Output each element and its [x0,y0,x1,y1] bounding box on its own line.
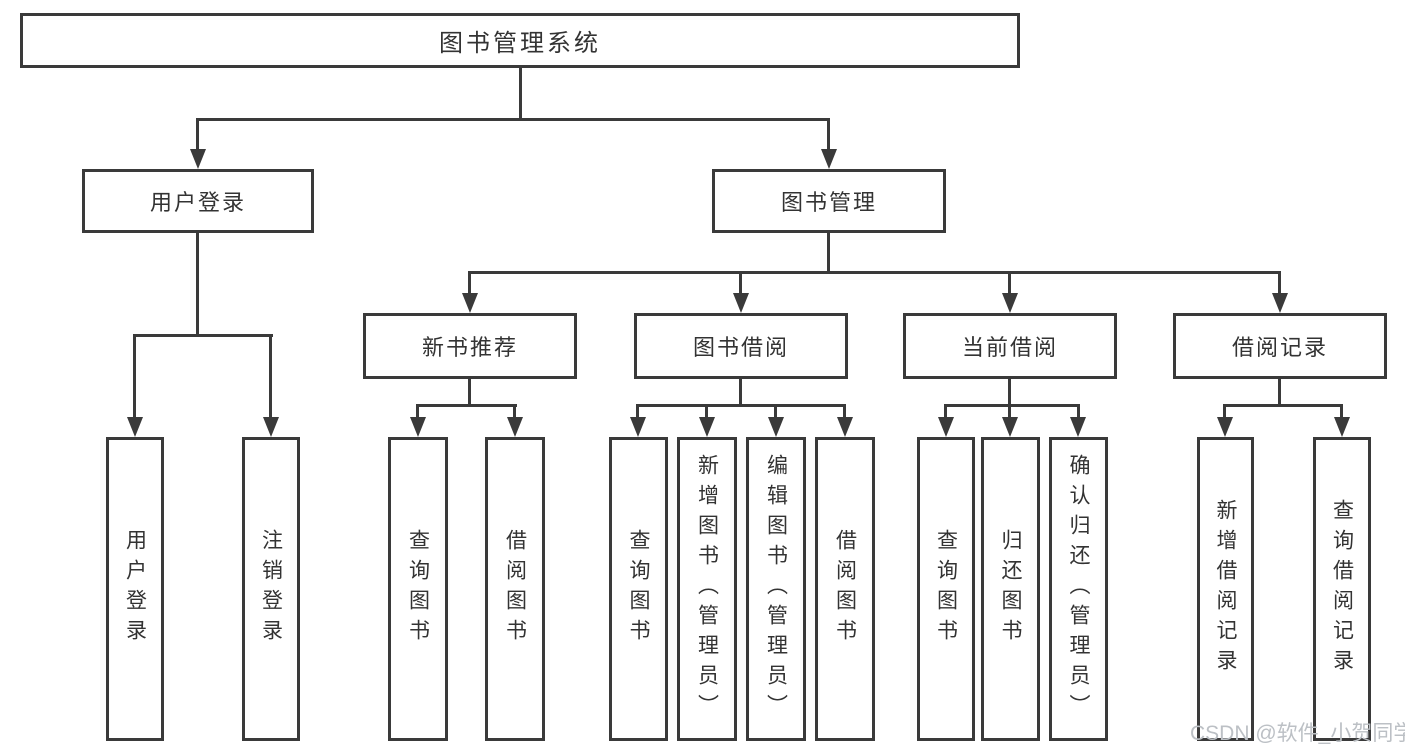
connector-drop [196,118,199,150]
leaf-borrow-books-recommend: 借阅图书 [485,437,545,741]
connector-drop [739,271,742,294]
connector-level3-rail [468,271,1281,274]
connector-recommend-rail [417,404,517,407]
leaf-query-books-current: 查询图书 [917,437,975,741]
node-label: 新书推荐 [421,335,518,360]
node-label: 借阅记录 [1231,335,1328,360]
connector-level2-rail [196,118,830,121]
leaf-query-borrow-record: 查询借阅记录 [1313,437,1371,741]
arrowhead-down-icon [1070,417,1086,437]
node-library-system: 图书管理系统 [20,13,1020,68]
connector-borrow-stem [739,379,742,407]
connector-drop [774,404,777,418]
arrowhead-down-icon [1002,293,1018,313]
connector-book-mgmt-stem [827,233,830,274]
node-book-management: 图书管理 [712,169,946,233]
leaf-edit-book-admin: 编辑图书（管理员） [746,437,806,741]
arrowhead-down-icon [1217,417,1233,437]
connector-drop [843,404,846,418]
leaf-confirm-return-admin: 确认归还（管理员） [1049,437,1108,741]
connector-drop [1008,271,1011,294]
node-label: 编辑图书（管理员） [764,454,788,724]
arrowhead-down-icon [938,417,954,437]
connector-records-rail [1224,404,1343,407]
node-label: 新增图书（管理员） [695,454,719,724]
arrowhead-down-icon [768,417,784,437]
connector-root-stem [519,68,522,121]
node-label: 图书管理 [780,190,877,215]
node-label: 查询图书 [627,529,650,649]
node-label: 查询图书 [934,529,958,649]
node-label: 借阅图书 [833,529,857,649]
node-label: 用户登录 [149,190,246,215]
node-label: 注销登录 [259,529,283,649]
arrowhead-down-icon [699,417,715,437]
node-label: 图书管理系统 [439,30,601,57]
node-new-book-recommend: 新书推荐 [363,313,577,379]
leaf-user-login: 用户登录 [106,437,164,741]
csdn-watermark: CSDN @软件_小贺同学 [1190,722,1405,745]
leaf-query-books-recommend: 查询图书 [388,437,448,741]
connector-drop [416,404,419,418]
arrowhead-down-icon [190,149,206,169]
arrowhead-down-icon [410,417,426,437]
leaf-add-book-admin: 新增图书（管理员） [677,437,737,741]
arrowhead-down-icon [127,417,143,437]
connector-recommend-stem [468,379,471,407]
connector-drop [1008,404,1011,418]
connector-drop [1340,404,1343,418]
leaf-logout: 注销登录 [242,437,300,741]
leaf-add-borrow-record: 新增借阅记录 [1197,437,1254,741]
connector-drop [468,271,471,294]
arrowhead-down-icon [630,417,646,437]
arrowhead-down-icon [821,149,837,169]
node-label: 借阅图书 [503,529,527,649]
connector-drop [1278,271,1281,294]
node-book-borrow: 图书借阅 [634,313,848,379]
connector-drop [705,404,708,418]
connector-borrow-rail [637,404,846,407]
node-label: 确认归还（管理员） [1067,454,1090,724]
connector-drop [133,334,136,418]
arrowhead-down-icon [263,417,279,437]
arrowhead-down-icon [837,417,853,437]
connector-drop [636,404,639,418]
node-borrow-records: 借阅记录 [1173,313,1387,379]
connector-drop [1077,404,1080,418]
connector-current-rail [945,404,1080,407]
leaf-return-books: 归还图书 [981,437,1040,741]
arrowhead-down-icon [733,293,749,313]
node-current-borrow: 当前借阅 [903,313,1117,379]
arrowhead-down-icon [1272,293,1288,313]
node-label: 查询借阅记录 [1330,499,1354,679]
arrowhead-down-icon [1334,417,1350,437]
node-label: 查询图书 [406,529,430,649]
connector-drop [1223,404,1226,418]
node-label: 用户登录 [123,529,147,649]
node-label: 图书借阅 [692,335,789,360]
node-label: 归还图书 [999,529,1022,649]
node-label: 新增借阅记录 [1214,499,1237,679]
connector-records-stem [1278,379,1281,407]
connector-drop [269,334,272,418]
connector-drop [513,404,516,418]
connector-drop [944,404,947,418]
connector-user-login-rail [133,334,273,337]
arrowhead-down-icon [507,417,523,437]
node-label: 当前借阅 [961,335,1058,360]
node-user-login: 用户登录 [82,169,314,233]
connector-user-login-stem [196,233,199,337]
leaf-query-books-borrow: 查询图书 [609,437,668,741]
arrowhead-down-icon [462,293,478,313]
connector-current-stem [1008,379,1011,407]
leaf-borrow-books: 借阅图书 [815,437,875,741]
connector-drop [827,118,830,150]
arrowhead-down-icon [1002,417,1018,437]
